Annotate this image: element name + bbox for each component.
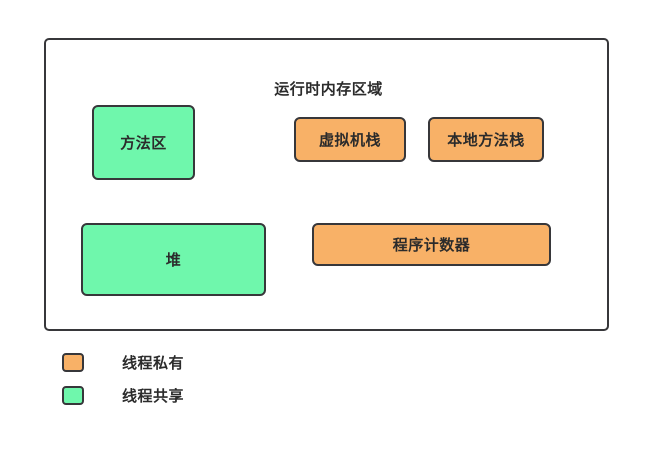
region-box-program-counter[interactable]: 程序计数器 [312, 223, 551, 266]
legend-label-thread-shared: 线程共享 [122, 387, 185, 405]
legend-swatch-thread-private-icon [62, 352, 84, 372]
runtime-memory-container: 运行时内存区域 方法区 虚拟机栈 本地方法栈 堆 程序计数器 [44, 38, 609, 331]
region-box-native-method-stack[interactable]: 本地方法栈 [428, 117, 544, 162]
region-box-vm-stack[interactable]: 虚拟机栈 [294, 117, 406, 162]
legend: 线程私有 线程共享 [62, 349, 322, 415]
legend-item-thread-shared: 线程共享 [62, 382, 322, 408]
legend-swatch-thread-shared-icon [62, 385, 84, 405]
region-box-heap[interactable]: 堆 [81, 223, 266, 296]
legend-item-thread-private: 线程私有 [62, 349, 322, 375]
runtime-memory-title: 运行时内存区域 [274, 81, 383, 98]
region-box-method-area[interactable]: 方法区 [92, 105, 195, 180]
legend-label-thread-private: 线程私有 [122, 354, 185, 372]
